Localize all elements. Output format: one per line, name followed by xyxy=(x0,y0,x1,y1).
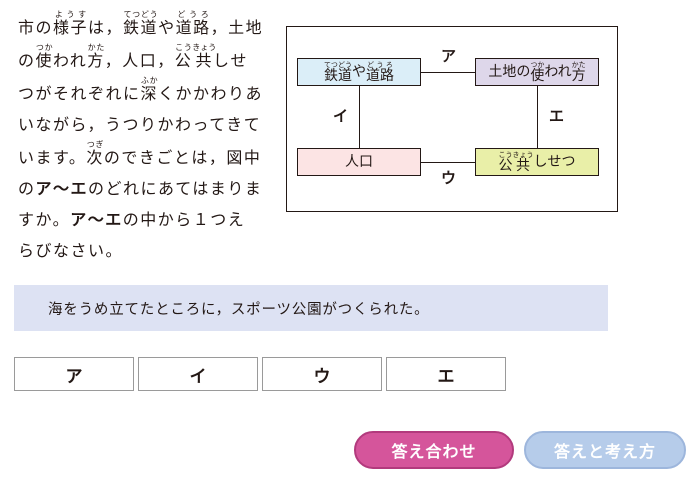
question-line: の使つかわれ方かた，人口，公こう共きょうしせ xyxy=(18,43,249,71)
box-public-facilities: 公こう共きょうしせつ xyxy=(475,148,599,176)
connector-line-e xyxy=(537,86,538,148)
ruby: 使つか xyxy=(530,61,545,84)
choice-e-button[interactable]: エ xyxy=(386,357,506,391)
answer-choices: ア イ ウ エ xyxy=(14,357,506,391)
question-line: すか。ア～エの中から１つえ xyxy=(18,210,246,229)
ruby: 公こう xyxy=(498,151,513,174)
label-a: ア xyxy=(441,47,457,65)
ruby: 鉄道てつどう xyxy=(123,10,159,38)
ruby: 共きょう xyxy=(192,43,217,71)
ruby: 共きょう xyxy=(512,151,534,174)
choice-u-button[interactable]: ウ xyxy=(262,357,382,391)
question-line: らびなさい。 xyxy=(18,241,124,260)
question-line: 市の様子ようすは，鉄道てつどうや道路どうろ，土地 xyxy=(18,10,264,38)
box-railways-roads: 鉄道てつどうや道路どうろ xyxy=(297,58,421,86)
connector-line-a xyxy=(421,72,475,73)
ruby: 公こう xyxy=(174,43,193,71)
ruby: 様子ようす xyxy=(53,10,89,38)
box-population: 人口 xyxy=(297,148,421,176)
question-line: のア～エのどれにあてはまりま xyxy=(18,179,263,198)
label-e: エ xyxy=(549,107,565,125)
connector-line-u xyxy=(421,162,475,163)
ruby: 次つぎ xyxy=(86,140,104,168)
check-answer-button[interactable]: 答え合わせ xyxy=(354,431,514,469)
ruby: 方かた xyxy=(87,43,105,71)
question-line: います。次つぎのできごとは，図中 xyxy=(18,140,262,168)
ruby: 道路どうろ xyxy=(366,61,394,84)
connector-line-i xyxy=(359,86,360,148)
question-text: 市の様子ようすは，鉄道てつどうや道路どうろ，土地 の使つかわれ方かた，人口，公こ… xyxy=(18,10,274,266)
label-u: ウ xyxy=(441,169,457,187)
ruby: 道路どうろ xyxy=(175,10,211,38)
question-line: いながら，うつりかわってきて xyxy=(18,115,262,134)
question-line: つがそれぞれに深ふかくかかわりあ xyxy=(18,76,264,104)
ruby: 深ふか xyxy=(140,76,159,104)
choice-a-button[interactable]: ア xyxy=(14,357,134,391)
relation-diagram: 鉄道てつどうや道路どうろ 土地の使つかわれ方かた 人口 公こう共きょうしせつ ア… xyxy=(286,26,618,212)
choice-i-button[interactable]: イ xyxy=(138,357,258,391)
answer-explanation-button[interactable]: 答えと考え方 xyxy=(524,431,686,469)
box-land-use: 土地の使つかわれ方かた xyxy=(475,58,599,86)
ruby: 使つか xyxy=(35,43,54,71)
label-i: イ xyxy=(333,107,349,125)
ruby: 鉄道てつどう xyxy=(324,61,352,84)
event-statement: 海をうめ立てたところに，スポーツ公園がつくられた。 xyxy=(14,285,608,331)
ruby: 方かた xyxy=(571,61,586,84)
